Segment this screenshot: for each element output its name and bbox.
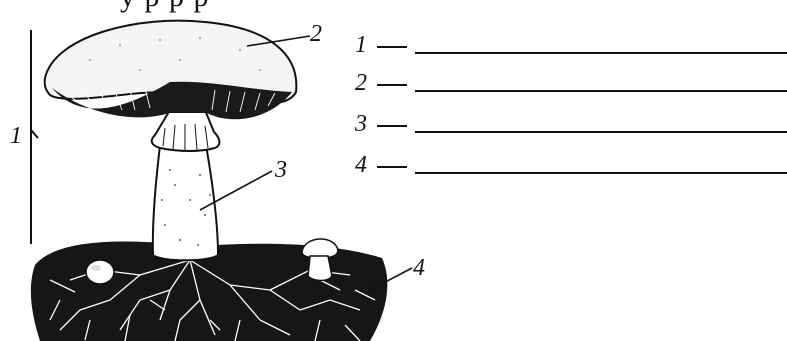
dash [377, 166, 407, 168]
answer-row-1: 1 [355, 32, 787, 62]
label-mycelium: 4 [413, 256, 425, 280]
dash [377, 84, 407, 86]
answer-number: 4 [355, 152, 367, 179]
dash [377, 46, 407, 48]
answer-line[interactable] [415, 90, 787, 92]
answer-number: 2 [355, 70, 367, 97]
answer-row-4: 4 [355, 152, 787, 182]
label-stem: 3 [275, 158, 287, 182]
stem [153, 145, 218, 260]
answer-row-2: 2 [355, 70, 787, 100]
cap [45, 21, 297, 120]
answer-number: 3 [355, 111, 367, 138]
answer-number: 1 [355, 32, 367, 59]
stem-ring [152, 110, 220, 151]
answer-line[interactable] [415, 131, 787, 133]
answer-line[interactable] [415, 172, 787, 174]
label-fruiting-body: 1 [10, 124, 22, 148]
dash [377, 125, 407, 127]
answer-row-3: 3 [355, 111, 787, 141]
label-cap: 2 [310, 22, 322, 46]
young-mushroom-left [86, 260, 114, 284]
answer-line[interactable] [415, 52, 787, 54]
fruiting-body-bracket [31, 30, 38, 244]
